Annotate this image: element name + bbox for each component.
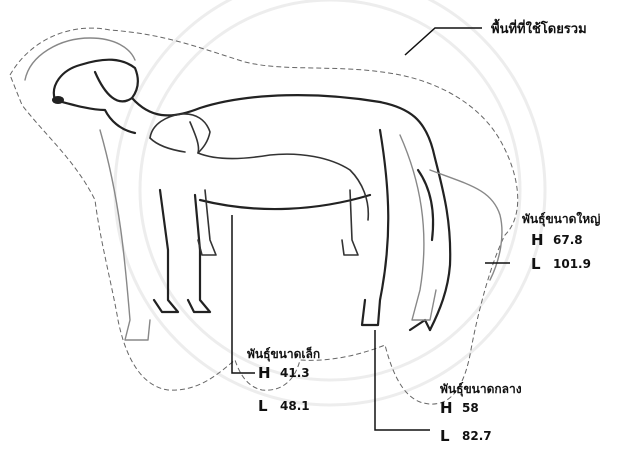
medium-breed-h-value: 58 bbox=[462, 401, 479, 415]
small-breed-l-key: L bbox=[258, 397, 268, 415]
large-dog-outline bbox=[54, 60, 450, 330]
large-breed-l-value: 101.9 bbox=[553, 257, 591, 271]
medium-breed-leader-line bbox=[375, 330, 430, 430]
small-dog-outline bbox=[150, 114, 368, 255]
overall-area-label: พื้นที่ที่ใช้โดยรวม bbox=[491, 18, 587, 39]
medium-breed-l-value: 82.7 bbox=[462, 429, 492, 443]
medium-breed-h-key: H bbox=[440, 399, 453, 417]
watermark bbox=[115, 0, 545, 405]
large-breed-h-value: 67.8 bbox=[553, 233, 583, 247]
small-breed-h-key: H bbox=[258, 364, 271, 382]
small-breed-label: พันธุ์ขนาดเล็ก bbox=[247, 345, 320, 364]
medium-breed-label: พันธุ์ขนาดกลาง bbox=[440, 380, 522, 399]
large-breed-label: พันธุ์ขนาดใหญ่ bbox=[522, 210, 600, 229]
leader-lines bbox=[232, 28, 510, 430]
small-breed-l-value: 48.1 bbox=[280, 399, 310, 413]
large-breed-h-key: H bbox=[531, 231, 544, 249]
overall-leader-line bbox=[405, 28, 482, 55]
large-dog-nose bbox=[52, 96, 64, 104]
large-breed-l-key: L bbox=[531, 255, 541, 273]
medium-breed-l-key: L bbox=[440, 427, 450, 445]
medium-dog-outline bbox=[25, 38, 502, 340]
small-breed-h-value: 41.3 bbox=[280, 366, 310, 380]
